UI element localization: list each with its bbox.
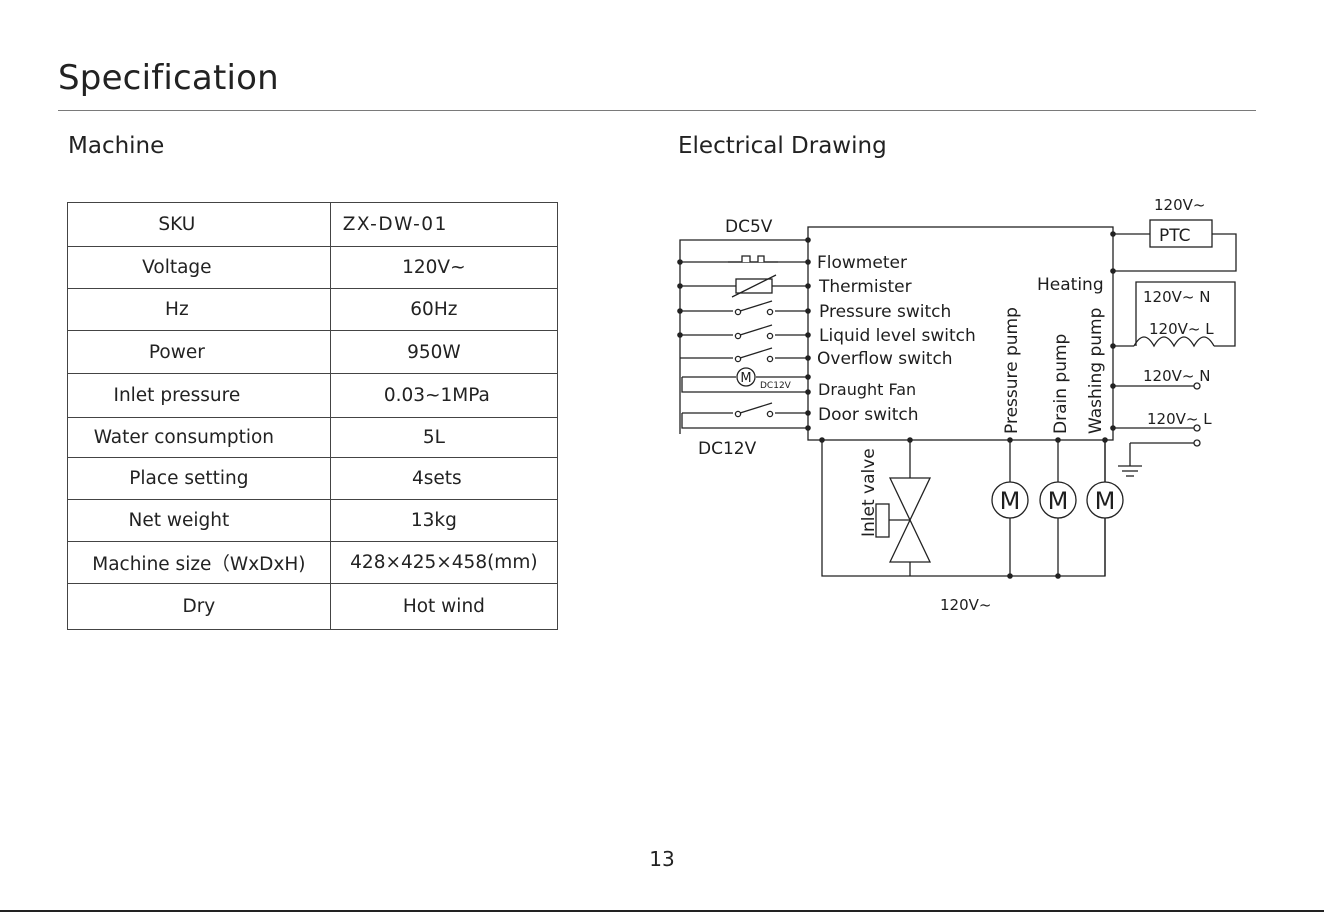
liquid-level-switch-symbol xyxy=(733,324,775,340)
pressure-switch-label: Pressure switch xyxy=(819,302,951,322)
junction-dots-bottom xyxy=(819,437,1108,579)
mains-neutral-label: 120V~ N xyxy=(1143,367,1210,385)
title-divider xyxy=(58,110,1256,111)
draught-fan-motor-icon xyxy=(736,367,756,387)
spec-value: Hot wind xyxy=(329,583,559,630)
spec-label: Net weight xyxy=(67,499,331,542)
heater-live-label: 120V~ L xyxy=(1149,320,1214,338)
drain-pump-motor-text: M xyxy=(1048,487,1069,515)
heater-neutral-label: 120V~ N xyxy=(1143,288,1210,306)
spec-label: Power xyxy=(67,330,331,374)
spec-value: 60Hz xyxy=(329,288,559,331)
spec-value: ZX-DW-01 xyxy=(329,202,559,247)
mains-wiring xyxy=(1113,382,1201,477)
electrical-wiring-diagram: DC5V DC12V Flowmeter Thermister Pressure… xyxy=(677,196,1237,614)
page-title: Specification xyxy=(58,58,279,98)
liquid-level-switch-label: Liquid level switch xyxy=(819,326,976,346)
table-row: Machine size（WxDxH)428×425×458(mm) xyxy=(67,541,559,584)
washing-pump-motor-text: M xyxy=(1095,487,1116,515)
pressure-pump-motor-text: M xyxy=(1000,487,1021,515)
heating-coil-wiring xyxy=(1113,281,1236,348)
spec-value: 120V~ xyxy=(329,246,559,289)
spec-label: Water consumption xyxy=(67,417,331,458)
inlet-valve-symbol xyxy=(875,477,932,563)
junction-dots-right xyxy=(1110,231,1116,431)
overflow-switch-label: Overflow switch xyxy=(817,349,953,369)
thermister-label: Thermister xyxy=(818,277,912,297)
junction-dots-left xyxy=(677,237,811,431)
thermistor-symbol xyxy=(731,274,777,298)
spec-label: Hz xyxy=(67,288,331,331)
fan-motor-rating: DC12V xyxy=(760,381,792,391)
page-number: 13 xyxy=(649,847,675,871)
pressure-switch-symbol xyxy=(733,300,775,316)
door-switch-symbol xyxy=(733,402,775,418)
bottom-supply-label: 120V~ xyxy=(940,596,991,614)
spec-label: Dry xyxy=(67,583,331,630)
inlet-valve-label: Inlet valve xyxy=(859,448,879,537)
spec-label: Voltage xyxy=(67,246,331,289)
spec-label: Inlet pressure xyxy=(67,373,331,418)
dc5v-label: DC5V xyxy=(725,217,773,237)
flowmeter-symbol xyxy=(728,255,778,263)
draught-fan-label: Draught Fan xyxy=(818,380,916,399)
dc12v-label: DC12V xyxy=(698,439,757,459)
heating-label: Heating xyxy=(1037,275,1104,295)
spec-value: 13kg xyxy=(329,499,559,542)
drain-pump-motor-icon xyxy=(1039,481,1077,519)
pressure-pump-motor-icon xyxy=(991,481,1029,519)
flowmeter-label: Flowmeter xyxy=(817,253,907,273)
spec-label: Machine size（WxDxH) xyxy=(67,541,331,584)
low-voltage-wiring xyxy=(679,239,808,434)
spec-label: Place setting xyxy=(67,457,331,500)
spec-value: 4sets xyxy=(329,457,559,500)
spec-label: SKU xyxy=(67,202,331,247)
spec-value: 428×425×458(mm) xyxy=(329,541,559,584)
spec-value: 0.03~1MPa xyxy=(329,373,559,418)
washing-pump-label: Washing pump xyxy=(1086,308,1106,434)
bottom-divider xyxy=(0,910,1324,912)
overflow-switch-symbol xyxy=(733,347,775,363)
spec-value: 950W xyxy=(329,330,559,374)
washing-pump-motor-icon xyxy=(1086,481,1124,519)
pressure-pump-label: Pressure pump xyxy=(1002,307,1022,434)
electrical-drawing-heading: Electrical Drawing xyxy=(678,133,887,159)
machine-heading: Machine xyxy=(68,133,165,159)
mains-live-label: 120V~ L xyxy=(1147,410,1212,428)
fan-motor-symbol-text: M xyxy=(740,371,751,386)
ptc-label: PTC xyxy=(1159,226,1191,246)
ptc-heater-wiring xyxy=(1113,219,1237,272)
spec-value: 5L xyxy=(329,417,559,458)
door-switch-label: Door switch xyxy=(818,405,919,425)
drain-pump-label: Drain pump xyxy=(1051,334,1071,434)
ptc-supply-label: 120V~ xyxy=(1154,196,1205,214)
